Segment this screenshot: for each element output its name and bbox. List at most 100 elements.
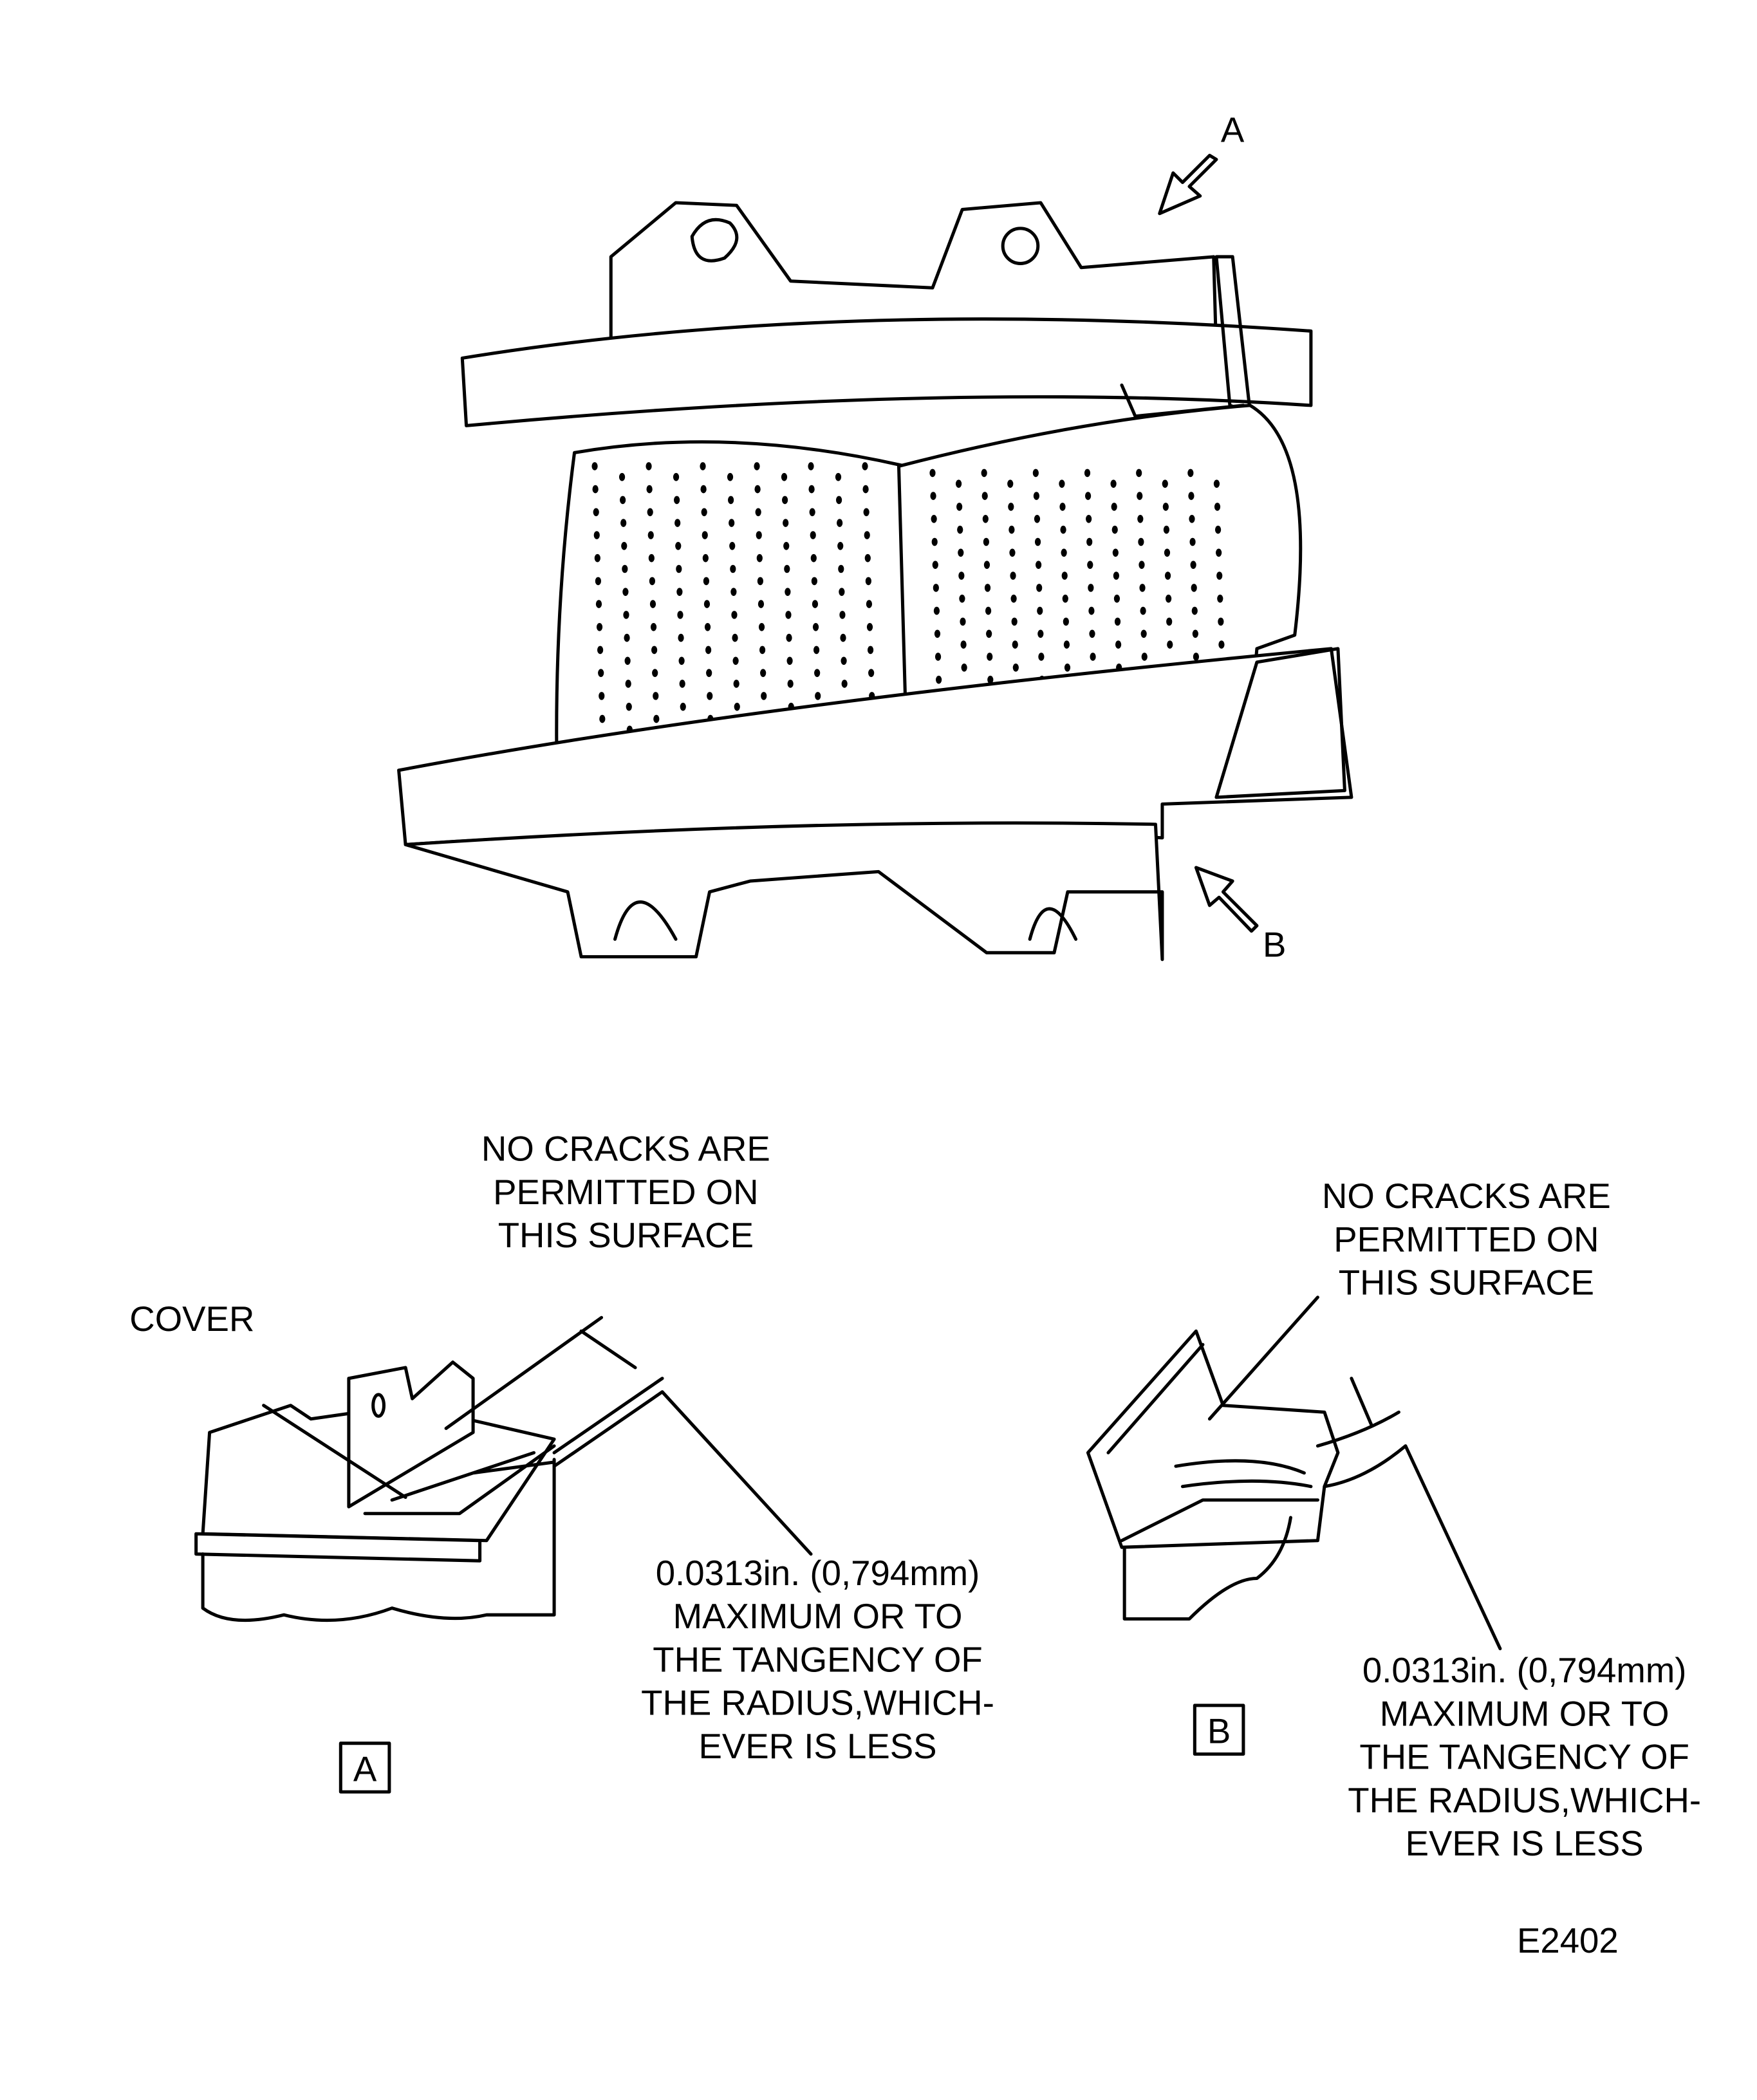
cooling-hole xyxy=(815,692,821,700)
cooling-hole xyxy=(761,692,767,700)
cooling-hole xyxy=(839,588,845,596)
cooling-hole xyxy=(1139,584,1146,592)
cooling-hole xyxy=(786,656,793,665)
svg-text:THE TANGENCY OF: THE TANGENCY OF xyxy=(653,1640,983,1679)
cover-label: COVER xyxy=(129,1299,254,1339)
cooling-hole xyxy=(754,485,761,494)
cooling-hole xyxy=(862,485,869,494)
cooling-hole xyxy=(1061,548,1067,557)
cooling-hole xyxy=(1063,640,1070,649)
cooling-hole xyxy=(930,492,936,500)
cooling-hole xyxy=(756,553,763,562)
cooling-hole xyxy=(727,472,734,481)
cooling-hole xyxy=(1190,561,1196,569)
cooling-hole xyxy=(866,622,873,631)
view-label-a: A xyxy=(1221,110,1245,149)
svg-text:NO CRACKS ARE: NO CRACKS ARE xyxy=(1322,1176,1611,1216)
cooling-hole xyxy=(838,564,844,573)
cooling-hole xyxy=(1166,617,1173,626)
cooling-hole xyxy=(1140,606,1146,615)
cooling-hole xyxy=(675,541,682,550)
cooling-hole xyxy=(783,519,789,527)
cooling-hole xyxy=(841,680,848,688)
vane-segment-illustration xyxy=(397,153,1353,962)
cooling-hole xyxy=(1163,525,1170,534)
cooling-hole xyxy=(729,519,735,527)
cooling-hole xyxy=(785,588,791,596)
cooling-hole xyxy=(1192,629,1198,638)
cooling-hole xyxy=(678,633,684,642)
cooling-hole xyxy=(812,622,819,631)
cooling-hole xyxy=(933,606,940,615)
cooling-hole xyxy=(706,669,712,677)
cooling-hole xyxy=(987,653,993,661)
cooling-hole xyxy=(934,629,941,638)
cooling-hole xyxy=(1167,640,1173,649)
cooling-hole xyxy=(620,519,627,527)
cooling-hole xyxy=(933,584,939,592)
svg-text:0.0313in. (0,794mm): 0.0313in. (0,794mm) xyxy=(1362,1651,1687,1690)
cooling-hole xyxy=(1110,479,1117,488)
cooling-hole xyxy=(1162,503,1169,511)
cooling-hole xyxy=(1111,503,1117,511)
detail-a-box-label: A xyxy=(353,1749,377,1789)
cooling-hole xyxy=(1059,479,1065,488)
cooling-hole xyxy=(599,692,605,700)
cooling-hole xyxy=(1193,653,1200,661)
cooling-hole xyxy=(625,680,631,688)
cooling-hole xyxy=(700,485,707,494)
cooling-hole xyxy=(835,496,842,505)
cooling-hole xyxy=(1088,584,1094,592)
cooling-hole xyxy=(649,600,656,608)
cooling-hole xyxy=(622,564,628,573)
cooling-hole xyxy=(986,629,992,638)
svg-text:THIS SURFACE: THIS SURFACE xyxy=(1339,1263,1594,1303)
cooling-hole xyxy=(702,553,709,562)
cooling-hole xyxy=(1037,606,1043,615)
cooling-hole xyxy=(1162,479,1168,488)
cooling-hole xyxy=(864,553,871,562)
cooling-hole xyxy=(987,675,994,684)
svg-text:THE TANGENCY OF: THE TANGENCY OF xyxy=(1359,1738,1689,1777)
cooling-hole xyxy=(624,633,630,642)
cooling-hole xyxy=(734,702,740,711)
cooling-hole xyxy=(960,617,966,626)
cooling-hole xyxy=(593,531,600,539)
cooling-hole xyxy=(958,548,964,557)
cooling-hole xyxy=(626,702,632,711)
cooling-hole xyxy=(1089,629,1095,638)
cooling-hole xyxy=(865,577,871,586)
cooling-hole xyxy=(1217,594,1223,603)
cooling-hole xyxy=(959,594,965,603)
svg-text:THE RADIUS,WHICH-: THE RADIUS,WHICH- xyxy=(641,1684,994,1723)
cooling-hole xyxy=(647,531,654,539)
cooling-hole xyxy=(783,541,790,550)
cooling-hole xyxy=(1218,640,1225,649)
cooling-hole xyxy=(705,646,712,655)
cooling-hole xyxy=(960,640,967,649)
cooling-hole xyxy=(653,692,659,700)
cooling-hole xyxy=(594,553,600,562)
cooling-hole xyxy=(1036,584,1043,592)
cooling-hole xyxy=(591,462,598,470)
cooling-hole xyxy=(760,669,767,677)
cooling-hole xyxy=(1113,594,1120,603)
cooling-hole xyxy=(702,531,708,539)
cooling-hole xyxy=(673,496,680,505)
cooling-hole xyxy=(958,571,965,580)
cooling-hole xyxy=(703,577,710,586)
cooling-hole xyxy=(810,531,816,539)
cooling-hole xyxy=(787,680,794,688)
cooling-hole xyxy=(652,669,658,677)
cooling-hole xyxy=(814,669,821,677)
detail-a-dimension-note: 0.0313in. (0,794mm) MAXIMUM OR TO THE TA… xyxy=(641,1554,994,1766)
cooling-hole xyxy=(1064,663,1071,672)
cooling-hole xyxy=(784,564,790,573)
detail-b-dimension-note: 0.0313in. (0,794mm) MAXIMUM OR TO THE TA… xyxy=(1348,1651,1701,1863)
cooling-hole xyxy=(1038,653,1045,661)
cooling-hole xyxy=(674,519,681,527)
cooling-hole xyxy=(839,611,846,619)
cooling-hole xyxy=(1035,561,1042,569)
cooling-hole xyxy=(1115,640,1122,649)
cooling-hole xyxy=(758,622,765,631)
